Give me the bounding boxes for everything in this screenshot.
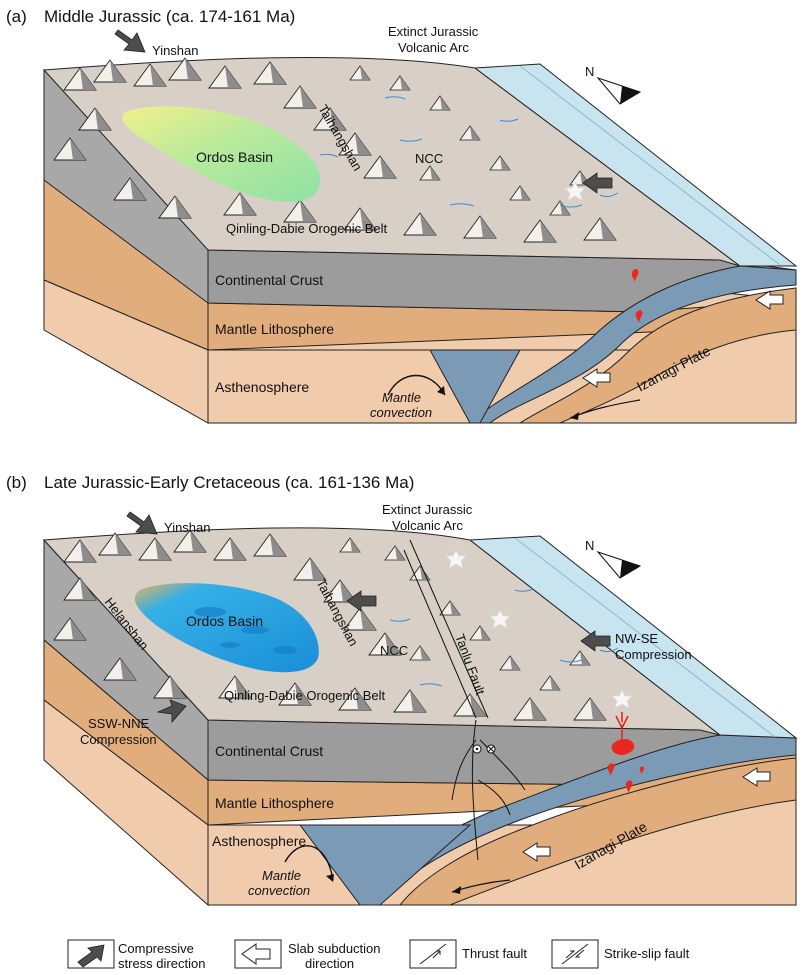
panel-a-convection-label-2: convection xyxy=(370,405,432,420)
panel-b-ssw-label-2: Compression xyxy=(80,732,157,747)
panel-b-oceanic-asthenosphere xyxy=(449,799,797,906)
thrust-fault-icon xyxy=(419,943,447,965)
subduction-arrow-icon xyxy=(241,943,271,965)
panel-a-magma-blob-upper xyxy=(631,268,639,282)
panel-b-nwse-label-2: Compression xyxy=(615,647,692,662)
panel-b-north-label: N xyxy=(585,538,594,553)
panel-a-title: Middle Jurassic (ca. 174-161 Ma) xyxy=(44,7,295,26)
panel-b-magma-intrusion xyxy=(607,712,645,793)
panel-b-ordos-basin xyxy=(134,583,319,673)
legend-subduction-line1: Slab subduction xyxy=(288,941,381,956)
panel-a-ordos-basin xyxy=(122,106,320,202)
panel-a-crust-label: Continental Crust xyxy=(215,272,323,288)
panel-a-convection-arrow xyxy=(387,374,446,396)
panel-b-compressive-arrow-nwse xyxy=(580,630,611,652)
legend-compressive-line2: stress direction xyxy=(118,956,205,971)
panel-b-slab-mantle-wedge xyxy=(299,824,472,906)
legend: Compressive stress direction Slab subduc… xyxy=(67,939,690,971)
panel-b-arc-label-2: Volcanic Arc xyxy=(392,518,463,533)
panel-b-rivers xyxy=(389,588,619,687)
legend-thrust-label: Thrust fault xyxy=(462,946,527,961)
panel-a: (a) Middle Jurassic (ca. 174-161 Ma) xyxy=(6,7,798,424)
panel-b-north-arrow-icon xyxy=(596,550,642,579)
legend-compressive-line1: Compressive xyxy=(118,941,194,956)
panel-a-qinling-label: Qinling-Dabie Orogenic Belt xyxy=(226,221,388,236)
panel-a-asthenosphere-label: Asthenosphere xyxy=(215,379,309,395)
panel-a-yinshan-label: Yinshan xyxy=(152,43,199,58)
panel-a-subducting-slab xyxy=(468,265,797,424)
panel-a-rivers xyxy=(319,96,619,208)
panel-b-compressive-arrow-yinshan xyxy=(126,511,158,535)
panel-b-arc-label-1: Extinct Jurassic xyxy=(382,502,473,517)
panel-a-north-arrow-icon xyxy=(596,76,642,105)
panel-b-ssw-label-1: SSW-NNE xyxy=(88,716,149,731)
panel-b-mantle-label: Mantle Lithosphere xyxy=(215,795,334,811)
panel-b-compressive-arrow-ssw xyxy=(156,699,187,724)
panel-b-ordos-label: Ordos Basin xyxy=(186,613,263,629)
legend-strike-slip-label: Strike-slip fault xyxy=(604,946,690,961)
panel-a-letter: (a) xyxy=(6,7,27,26)
panel-a-mantle-label: Mantle Lithosphere xyxy=(215,321,334,337)
panel-b-qinling-label: Qinling-Dabie Orogenic Belt xyxy=(224,688,386,703)
legend-subduction-line2: direction xyxy=(305,956,354,971)
strike-slip-fault-icon xyxy=(561,943,589,965)
panel-b-asthenosphere-label: Asthenosphere xyxy=(212,833,306,849)
panel-a-magma-blob-lower xyxy=(635,310,643,323)
panel-b-yinshan-label: Yinshan xyxy=(164,520,211,535)
panel-a-north-label: N xyxy=(585,64,594,79)
panel-b-ncc-label: NCC xyxy=(380,643,408,658)
panel-b-ordos-basin-texture xyxy=(194,607,297,654)
panel-b-crust-label: Continental Crust xyxy=(215,743,323,759)
panel-a-compressive-arrow-east xyxy=(582,172,613,194)
panel-b-convection-label-1: Mantle xyxy=(262,868,301,883)
panel-b: (b) Late Jurassic-Early Cretaceous (ca. … xyxy=(6,473,798,907)
compressive-arrow-icon xyxy=(77,944,105,968)
panel-a-slab-subduction-arrows xyxy=(582,290,784,388)
panel-b-title: Late Jurassic-Early Cretaceous (ca. 161-… xyxy=(44,473,414,492)
panel-b-letter: (b) xyxy=(6,473,27,492)
panel-a-arc-label-2: Volcanic Arc xyxy=(398,40,469,55)
panel-b-ocean-surface xyxy=(468,535,798,739)
panel-b-convection-arrow xyxy=(284,845,334,881)
panel-b-convection-label-2: convection xyxy=(248,883,310,898)
panel-a-slab-mantle-wedge xyxy=(429,349,521,424)
panel-a-ncc-label: NCC xyxy=(415,151,443,166)
panel-a-arc-label-1: Extinct Jurassic xyxy=(388,24,479,39)
panel-b-slab-subduction-arrows xyxy=(522,767,771,862)
panel-b-nwse-label-1: NW-SE xyxy=(615,631,658,646)
panel-a-convection-label-1: Mantle xyxy=(382,390,421,405)
panel-b-compressive-arrow-taihang xyxy=(346,590,377,612)
panel-a-compressive-arrow-yinshan xyxy=(114,29,146,53)
panel-b-tanlu-fault xyxy=(403,539,526,861)
panel-a-ordos-label: Ordos Basin xyxy=(196,149,273,165)
